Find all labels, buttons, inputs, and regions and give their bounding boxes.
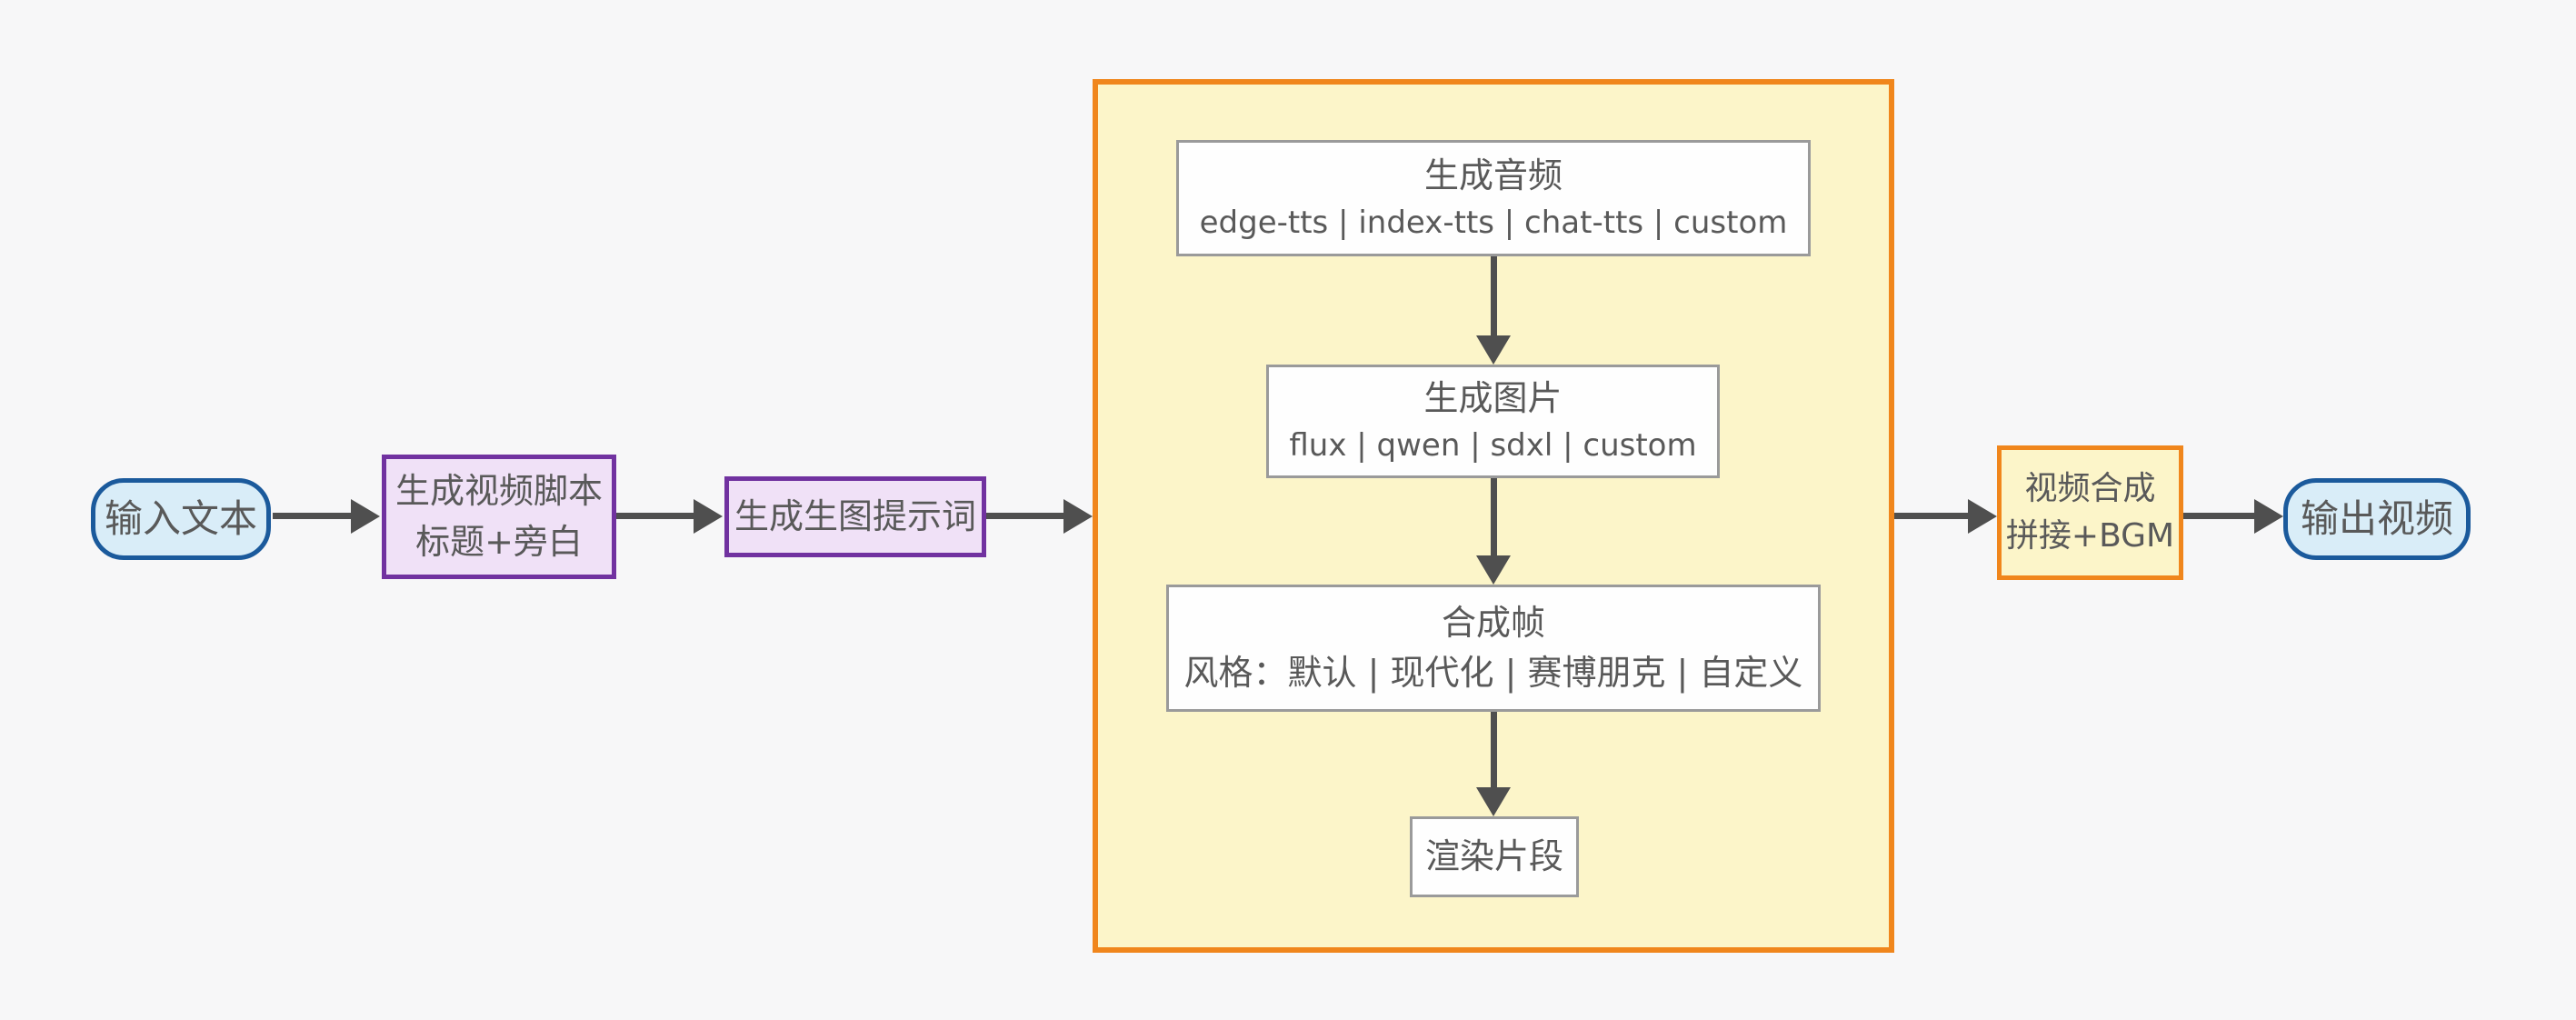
- arrowhead-container-to-compose: [1968, 499, 1997, 534]
- node-generate-image-prompt-label: 生成生图提示词: [734, 495, 976, 536]
- arrowhead-image-to-frames: [1476, 555, 1511, 585]
- arrowhead-input-to-script: [351, 499, 380, 534]
- node-input-text-label: 输入文本: [104, 495, 257, 541]
- node-generate-images-line1: 生成图片: [1423, 378, 1563, 419]
- node-generate-video-script: 生成视频脚本 标题+旁白: [382, 455, 616, 579]
- arrow-compose-to-output: [2183, 513, 2254, 519]
- node-compose-frames-line2: 风格：默认 | 现代化 | 赛博朋克 | 自定义: [1183, 653, 1803, 693]
- arrowhead-script-to-prompt: [694, 499, 723, 534]
- node-compose-frames: 合成帧 风格：默认 | 现代化 | 赛博朋克 | 自定义: [1166, 585, 1821, 712]
- node-compose-frames-line1: 合成帧: [1441, 602, 1545, 643]
- arrow-audio-to-image: [1491, 256, 1497, 335]
- arrowhead-frames-to-render: [1476, 787, 1511, 816]
- arrow-image-to-frames: [1491, 478, 1497, 555]
- node-generate-images-line2: flux | qwen | sdxl | custom: [1289, 427, 1697, 465]
- node-generate-audio: 生成音频 edge-tts | index-tts | chat-tts | c…: [1176, 140, 1811, 256]
- node-output-video: 输出视频: [2283, 478, 2471, 560]
- node-video-compose: 视频合成 拼接+BGM: [1997, 445, 2183, 580]
- arrowhead-audio-to-image: [1476, 335, 1511, 365]
- node-render-clips: 渲染片段: [1410, 816, 1579, 897]
- arrowhead-compose-to-output: [2254, 499, 2283, 534]
- node-generate-audio-line2: edge-tts | index-tts | chat-tts | custom: [1199, 204, 1788, 241]
- node-generate-video-script-line1: 生成视频脚本: [394, 471, 603, 512]
- arrow-frames-to-render: [1491, 712, 1497, 787]
- node-render-clips-label: 渲染片段: [1424, 835, 1563, 876]
- node-generate-image-prompt: 生成生图提示词: [724, 476, 986, 557]
- arrow-prompt-to-container: [986, 513, 1063, 519]
- arrow-input-to-script: [273, 513, 353, 519]
- arrow-script-to-prompt: [616, 513, 695, 519]
- node-video-compose-line2: 拼接+BGM: [2005, 517, 2175, 555]
- arrowhead-prompt-to-container: [1063, 499, 1093, 534]
- node-generate-video-script-line2: 标题+旁白: [415, 521, 583, 562]
- node-output-video-label: 输出视频: [2300, 495, 2453, 541]
- node-generate-audio-line1: 生成音频: [1423, 155, 1563, 195]
- node-video-compose-line1: 视频合成: [2024, 469, 2156, 507]
- arrow-container-to-compose: [1894, 513, 1968, 519]
- node-input-text: 输入文本: [91, 478, 271, 560]
- node-generate-images: 生成图片 flux | qwen | sdxl | custom: [1266, 365, 1720, 478]
